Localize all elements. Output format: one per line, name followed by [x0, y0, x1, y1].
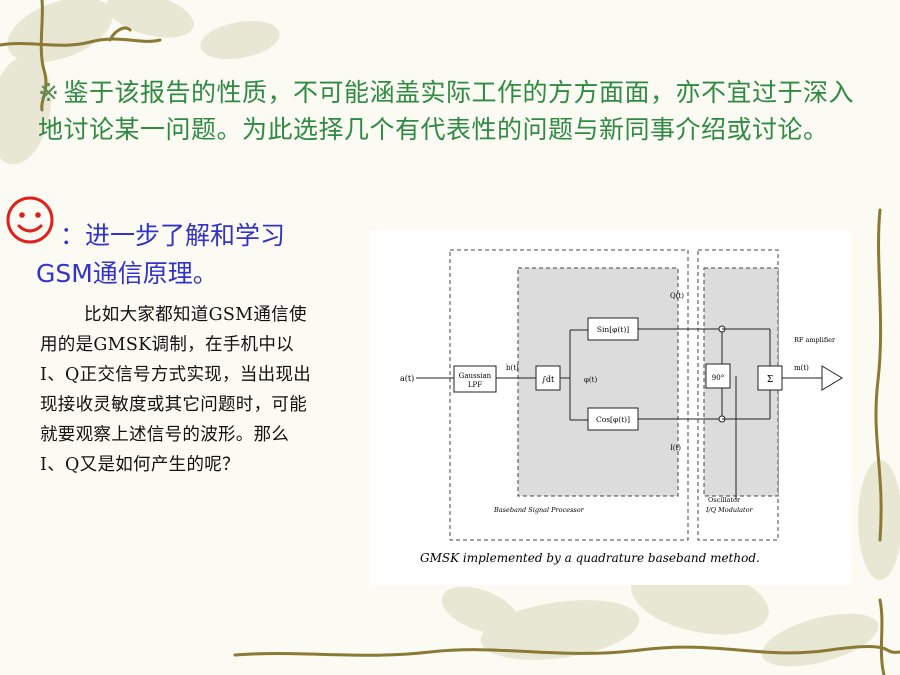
amplifier-triangle: [821, 365, 843, 391]
diagram-caption: GMSK implemented by a quadrature baseban…: [420, 551, 760, 565]
integrator-block: [535, 365, 561, 391]
phi-label: φ(t): [584, 376, 597, 384]
reference-mark: ※: [38, 78, 60, 107]
oscillator-label: Oscillator: [708, 496, 741, 504]
output-label: m(t): [794, 364, 809, 372]
integrator-label: ∫dt: [542, 375, 555, 384]
input-label: a(t): [400, 374, 414, 383]
iq-modulator-label: I/Q Modulator: [705, 506, 754, 514]
sum-block: [757, 365, 783, 391]
intro-paragraph: ※鉴于该报告的性质，不可能涵盖实际工作的方方面面，亦不宜过于深入地讨论某一问题。…: [38, 74, 868, 148]
i-label: I(t): [670, 444, 681, 452]
smiley-icon: [6, 196, 54, 244]
gaussian-lpf-block: [453, 365, 497, 393]
gaussian-label: Gaussian: [459, 372, 492, 380]
body-paragraph: 比如大家都知道GSM通信使用的是GMSK调制，在手机中以I、Q正交信号方式实现，…: [40, 305, 312, 475]
lpf-label: LPF: [468, 381, 482, 389]
intro-text: 鉴于该报告的性质，不可能涵盖实际工作的方方面面，亦不宜过于深入地讨论某一问题。为…: [38, 78, 854, 144]
phase-shift-block: [705, 363, 731, 389]
gmsk-block-diagram: a(t) Gaussian LPF b(t) ∫dt φ(t) Sin[φ(t)…: [370, 230, 850, 585]
q-label: Q(t): [670, 292, 684, 300]
baseband-processor-label: Baseband Signal Processor: [493, 506, 585, 514]
rf-amp-label: RF amplifier: [794, 336, 836, 344]
diagram-svg: a(t) Gaussian LPF b(t) ∫dt φ(t) Sin[φ(t)…: [370, 230, 850, 585]
sin-label: Sin[φ(t)]: [597, 325, 629, 334]
baseband-outer-frame: [449, 249, 689, 541]
sum-label: Σ: [767, 375, 773, 385]
cos-label: Cos[φ(t)]: [596, 415, 630, 424]
bt-label: b(t): [506, 364, 519, 372]
phase-label: 90°: [712, 374, 724, 382]
section-heading: ：进一步了解和学习GSM通信原理。: [36, 221, 286, 288]
